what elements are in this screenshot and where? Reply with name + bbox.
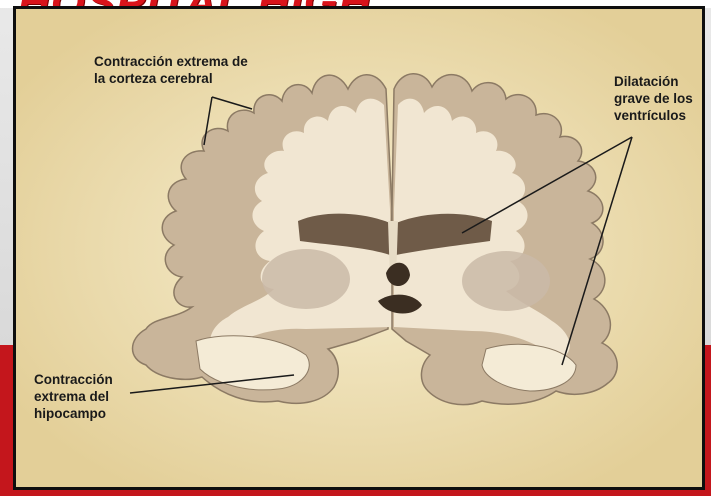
brain-figure: Contracción extrema de la corteza cerebr… [13, 6, 705, 490]
basal-ganglia-right [462, 251, 550, 311]
label-cortex: Contracción extrema de la corteza cerebr… [94, 53, 248, 87]
basal-ganglia-left [262, 249, 350, 309]
label-ventricles: Dilatación grave de los ventrículos [614, 73, 693, 124]
label-hippocampus: Contracción extrema del hipocampo [34, 371, 113, 422]
